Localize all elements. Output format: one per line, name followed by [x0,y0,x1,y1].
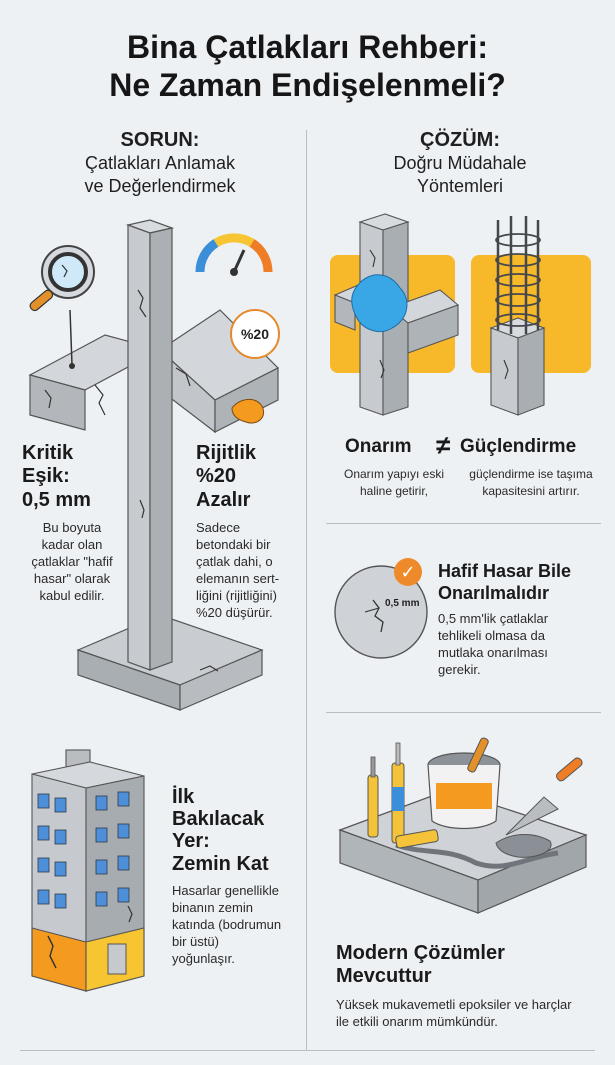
crack-width-label: 0,5 mm [385,598,420,609]
page-title: Bina Çatlakları Rehberi: Ne Zaman Endişe… [0,28,615,104]
ground-heading-3: Yer: [172,830,210,852]
minor-body-2: tehlikeli olmasa da [438,628,545,643]
not-equal-icon: ≠ [436,430,451,460]
percent-badge-icon: %20 [230,309,280,359]
section-divider-right-2 [326,712,601,713]
minor-damage-block: Hafif Hasar Bile Onarılmalıdır 0,5 mm'li… [438,560,608,678]
right-column-label: ÇÖZÜM: [420,129,500,151]
strengthen-label: Güçlendirme [460,436,577,457]
title-line-2: Ne Zaman Endişelenmeli? [109,67,506,103]
title-line-1: Bina Çatlakları Rehberi: [127,29,488,65]
critical-heading-2: Eşik: [22,465,70,487]
critical-body-1: Bu boyuta [42,520,102,535]
strengthen-desc-2: kapasitesini artırır. [482,484,580,498]
left-column-subtitle-1: Çatlakları Anlamak [84,153,236,173]
column-divider [306,130,307,1050]
left-column-label: SORUN: [120,129,200,151]
modern-heading-1: Modern Çözümler [336,942,505,964]
modern-body-1: Yüksek mukavemetli epoksiler ve harçlar [336,997,572,1012]
repair-desc-1: Onarım yapıyı eski [343,467,445,481]
minor-body-3: mutlaka onarılması [438,645,548,660]
ground-body-4: bir üstü) [172,934,219,949]
gauge-icon [195,233,273,276]
repair-joint-illustration [330,213,460,416]
repair-label: Onarım [345,436,412,457]
right-column-subtitle-1: Doğru Müdahale [393,153,527,173]
rigidity-body-6: %20 düşürür. [196,605,273,620]
modern-heading-2: Mevcuttur [336,965,432,987]
bucket-icon [427,737,501,830]
column-beam-illustration [28,219,280,711]
rigidity-heading-1: Rijitlik [196,442,257,464]
ground-body-3: katında (bodrumun [172,917,282,932]
ground-body-1: Hasarlar genellikle [172,883,279,898]
ground-heading-2: Bakılacak [172,808,265,830]
right-column-subtitle-2: Yöntemleri [416,176,504,196]
ground-body-2: binanın zemin [172,900,253,915]
percent-badge-text: %20 [240,326,270,342]
rigidity-body-3: çatlak dahi, o [196,554,273,569]
repair-desc-2: haline getirir, [359,484,429,498]
rigidity-heading-2: %20 [196,465,237,487]
critical-heading-3: 0,5 mm [22,489,91,511]
rigidity-heading-3: Azalır [196,489,251,511]
strengthen-desc-1: güçlendirme ise taşıma [469,467,593,481]
critical-body-2: kadar olan [41,537,103,552]
rigidity-body-5: liğini (rijitliğini) [196,588,277,603]
trowel-icon [505,757,583,836]
left-column-header: SORUN: Çatlakları Anlamak ve Değerlendir… [40,128,280,198]
ground-heading-1: İlk [172,786,195,808]
minor-body-1: 0,5 mm'lik çatlaklar [438,611,549,626]
ground-floor-block: İlk Bakılacak Yer: Zemin Kat Hasarlar ge… [172,786,307,967]
critical-body-4: hasar" olarak [33,571,111,586]
right-column-header: ÇÖZÜM: Doğru Müdahale Yöntemleri [340,128,580,198]
rigidity-body-1: Sadece [196,520,241,535]
critical-body-5: kabul edilir. [39,588,105,603]
modern-solutions-block: Modern Çözümler Mevcuttur Yüksek mukavem… [336,942,606,1030]
magnifier-icon [29,245,95,312]
critical-body-3: çatlaklar "hafif [31,554,113,569]
strengthen-description: güçlendirme ise taşıma kapasitesini artı… [456,466,606,500]
crack-circle-illustration [334,565,428,659]
repair-materials-illustration [338,737,588,914]
building-illustration [31,749,145,992]
minor-body-4: gerekir. [438,662,481,677]
rigidity-body-4: elemanın sert- [196,571,280,586]
critical-threshold-block: Kritik Eşik: 0,5 mm Bu boyuta kadar olan… [22,442,137,604]
section-divider-right [326,523,601,524]
strengthening-rebar-illustration [471,216,591,416]
left-column-subtitle-2: ve Değerlendirmek [84,176,236,196]
ground-body-5: yoğunlaşır. [172,951,235,966]
repair-description: Onarım yapıyı eski haline getirir, [328,466,460,500]
bottom-divider [20,1050,595,1051]
minor-heading-2: Onarılmalıdır [438,583,550,603]
minor-heading-1: Hafif Hasar Bile [438,561,572,581]
rigidity-body-2: betondaki bir [196,537,271,552]
critical-heading-1: Kritik [22,442,74,464]
rigidity-block: Rijitlik %20 Azalır Sadece betondaki bir… [196,442,304,621]
checkmark-icon: ✓ [394,558,422,586]
modern-body-2: ile etkili onarım mümkündür. [336,1014,498,1029]
ground-heading-4: Zemin Kat [172,853,269,875]
